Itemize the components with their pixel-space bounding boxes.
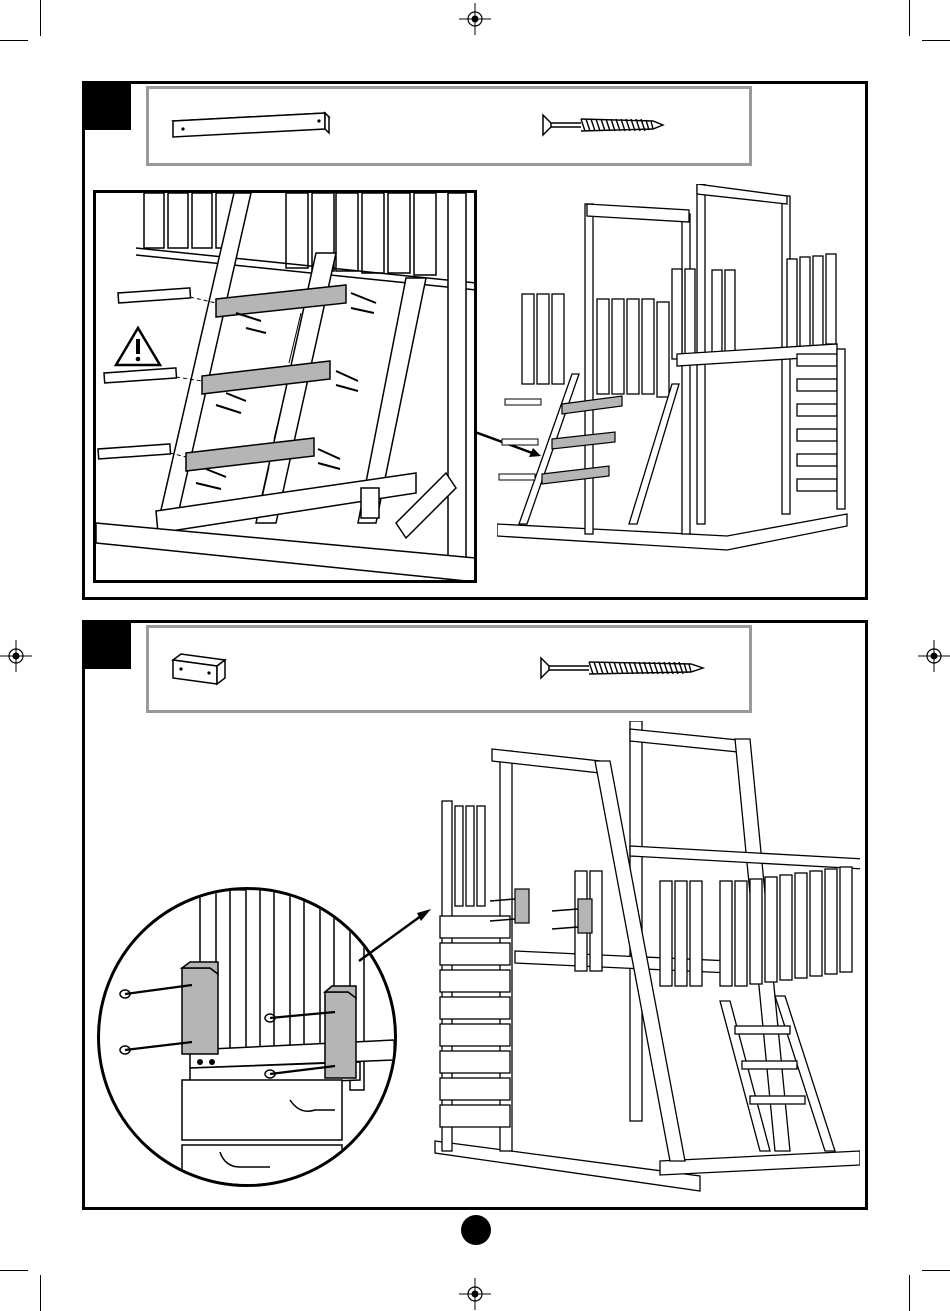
ladder-closeup-illustration	[96, 193, 476, 582]
step-2-circular-detail	[97, 887, 397, 1187]
step-1-parts-box	[146, 86, 752, 166]
screw-part-icon	[541, 113, 671, 137]
step-2-badge	[85, 623, 131, 669]
step-1-badge	[85, 84, 131, 130]
crop-mark-bottom-left-h	[0, 1270, 28, 1271]
block-part-icon	[169, 652, 229, 688]
step-2-callout-arrow	[357, 903, 437, 963]
block-mounting-closeup	[100, 890, 394, 1184]
crop-mark-top-right-v	[909, 0, 910, 36]
screw-part-icon	[539, 656, 714, 680]
playset-overview-illustration-2	[430, 721, 860, 1201]
crop-mark-top-left-v	[40, 0, 41, 36]
step-2-parts-box	[146, 625, 752, 713]
registration-crosshair-icon	[918, 640, 950, 672]
playset-overview-illustration	[497, 184, 857, 564]
crop-mark-top-left-h	[0, 40, 28, 41]
crop-mark-bottom-right-v	[909, 1275, 910, 1311]
board-part-icon	[169, 109, 334, 149]
crop-mark-bottom-left-v	[40, 1275, 41, 1311]
step-2-panel	[82, 620, 868, 1210]
step-1-panel	[82, 81, 868, 600]
registration-crosshair-icon	[459, 3, 491, 35]
crop-mark-bottom-right-h	[922, 1270, 950, 1271]
step-1-zoom-inset	[93, 190, 477, 583]
registration-crosshair-icon	[459, 1278, 491, 1310]
registration-crosshair-icon	[0, 640, 32, 672]
crop-mark-top-right-h	[922, 40, 950, 41]
page-number-badge	[461, 1215, 491, 1245]
warning-triangle-icon	[116, 328, 160, 365]
